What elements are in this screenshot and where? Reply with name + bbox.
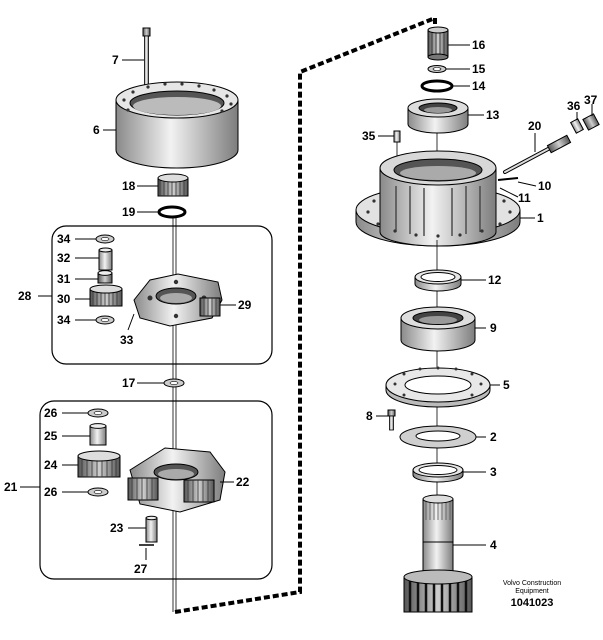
callout-28: 28 xyxy=(18,289,32,303)
callout-9: 9 xyxy=(490,321,497,335)
callout-35: 35 xyxy=(362,129,376,143)
callout-13: 13 xyxy=(486,108,500,122)
part-30-planet-gear xyxy=(89,284,123,307)
callout-22: 22 xyxy=(236,475,250,489)
callout-6: 6 xyxy=(93,123,100,137)
part-9-bearing xyxy=(400,306,476,352)
callout-20: 20 xyxy=(528,119,542,133)
callout-34-top: 34 xyxy=(57,232,71,246)
part-14-snap-ring xyxy=(420,79,454,93)
callout-4: 4 xyxy=(490,538,497,552)
part-16-sun-gear xyxy=(427,26,449,61)
callout-21: 21 xyxy=(4,480,18,494)
callout-37: 37 xyxy=(584,93,598,107)
part-31-bearing xyxy=(97,270,113,284)
callout-1: 1 xyxy=(537,211,544,225)
part-19-snap-ring xyxy=(157,205,187,219)
part-36-plug xyxy=(569,118,585,134)
callout-26-top: 26 xyxy=(44,406,58,420)
watermark-line1: Volvo Construction xyxy=(502,580,562,587)
part-8-bolt xyxy=(387,409,396,431)
part-2-seal-plate xyxy=(399,425,477,449)
callout-23: 23 xyxy=(110,521,124,535)
callout-3: 3 xyxy=(490,465,497,479)
callout-36: 36 xyxy=(567,99,581,113)
callout-31: 31 xyxy=(57,272,71,286)
part-23-planet-pin xyxy=(145,515,158,543)
watermark-number: 1041023 xyxy=(510,597,554,609)
callout-18: 18 xyxy=(122,179,136,193)
dashed-connector xyxy=(174,15,437,614)
callout-19: 19 xyxy=(122,205,136,219)
callout-24: 24 xyxy=(44,458,58,472)
callout-7: 7 xyxy=(112,53,119,67)
callout-10: 10 xyxy=(538,179,552,193)
part-12-spacer xyxy=(414,269,462,292)
callout-27: 27 xyxy=(134,562,148,576)
callout-32: 32 xyxy=(57,251,71,265)
part-37-cap xyxy=(582,113,600,131)
callout-12: 12 xyxy=(488,273,502,287)
part-3-oil-seal xyxy=(412,462,464,483)
part-29-planet-gear xyxy=(199,297,221,317)
part-4-pinion-shaft xyxy=(403,494,473,613)
part-5-flange-plate xyxy=(385,366,491,408)
callout-17: 17 xyxy=(122,376,136,390)
watermark-company: Volvo Construction Equipment xyxy=(492,580,572,596)
part-1-reduction-housing xyxy=(355,150,521,247)
callout-30: 30 xyxy=(57,292,71,306)
part-22-planet-carrier xyxy=(127,447,226,513)
part-18-sun-gear xyxy=(157,173,189,197)
callout-16: 16 xyxy=(472,38,486,52)
callout-26-bottom: 26 xyxy=(44,485,58,499)
callout-8: 8 xyxy=(366,409,373,423)
part-7-bolt xyxy=(142,27,151,89)
callout-25: 25 xyxy=(44,429,58,443)
callout-33: 33 xyxy=(120,333,134,347)
watermark-line2: Equipment xyxy=(515,588,549,595)
callout-29: 29 xyxy=(238,298,252,312)
callout-5: 5 xyxy=(503,378,510,392)
group-box-21 xyxy=(39,400,273,580)
callout-11: 11 xyxy=(518,191,531,205)
callout-2: 2 xyxy=(490,430,497,444)
callout-14: 14 xyxy=(472,79,486,93)
part-6-ring-gear xyxy=(115,81,239,169)
part-24-planet-gear xyxy=(77,450,121,478)
part-10-fitting xyxy=(497,177,519,181)
part-32-bushing xyxy=(98,247,113,271)
group-box-28 xyxy=(51,225,273,365)
part-20-level-gauge xyxy=(503,134,572,174)
part-25-bushing xyxy=(89,423,107,446)
part-13-bearing xyxy=(407,98,469,134)
callout-15: 15 xyxy=(472,62,486,76)
callout-34-bottom: 34 xyxy=(57,313,71,327)
part-35-pin xyxy=(393,130,401,158)
